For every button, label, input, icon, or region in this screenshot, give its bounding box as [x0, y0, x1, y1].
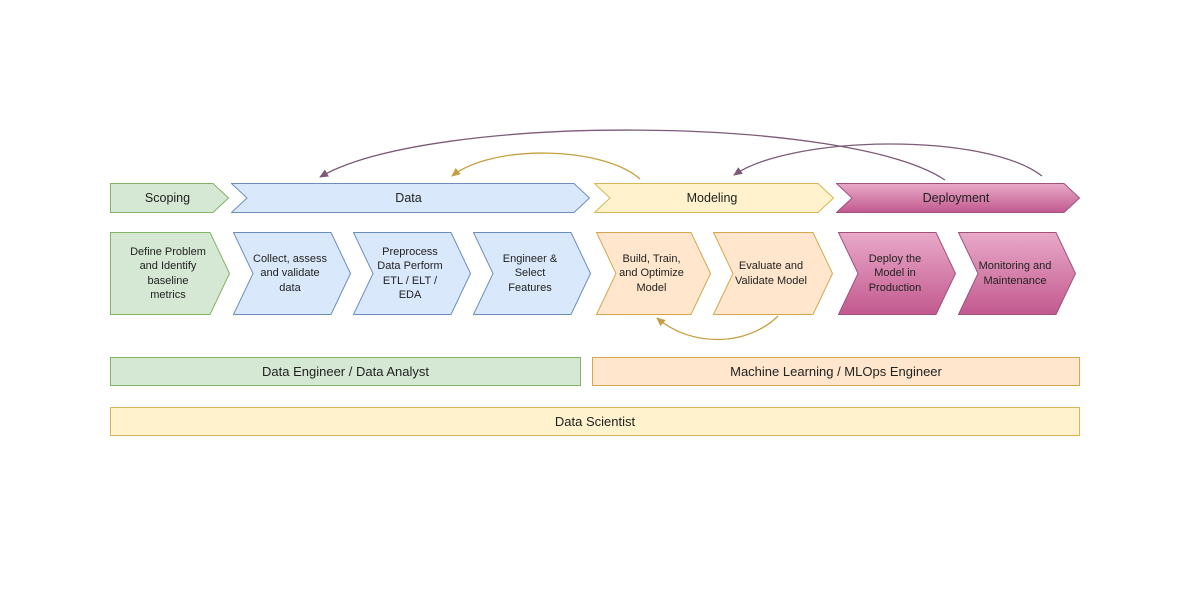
role-data-engineer: Data Engineer / Data Analyst: [110, 357, 581, 386]
step-preprocess-data: Preprocess Data Perform ETL / ELT / EDA: [353, 232, 471, 315]
step-build-train-model-label: Build, Train, and Optimize Model: [619, 253, 684, 294]
role-data-scientist-label: Data Scientist: [554, 414, 636, 429]
phase-data: Data: [231, 183, 590, 213]
step-collect-data: Collect, assess and validate data: [233, 232, 351, 315]
step-engineer-features-label: Engineer & Select Features: [502, 253, 558, 294]
arc-deployment-to-data: [319, 129, 946, 181]
phase-deployment: Deployment: [836, 183, 1080, 213]
phase-scoping-label: Scoping: [144, 190, 191, 205]
step-build-train-model: Build, Train, and Optimize Model: [596, 232, 711, 315]
role-ml-engineer: Machine Learning / MLOps Engineer: [592, 357, 1080, 386]
phase-modeling-label: Modeling: [686, 190, 738, 205]
step-evaluate-model: Evaluate and Validate Model: [713, 232, 833, 315]
arc-modeling-to-data: [451, 152, 641, 180]
step-engineer-features: Engineer & Select Features: [473, 232, 591, 315]
phase-scoping: Scoping: [110, 183, 229, 213]
arc-deployment-to-modeling: [733, 143, 1043, 177]
step-monitoring-label: Monitoring and Maintenance: [978, 260, 1052, 287]
step-define-problem-label: Define Problem and Identify baseline met…: [130, 245, 206, 301]
phase-deployment-label: Deployment: [922, 190, 990, 205]
arc-evaluate-to-build: [656, 315, 779, 341]
role-ml-engineer-label: Machine Learning / MLOps Engineer: [730, 364, 942, 379]
step-define-problem: Define Problem and Identify baseline met…: [110, 232, 230, 315]
step-deploy-model: Deploy the Model in Production: [838, 232, 956, 315]
phase-modeling: Modeling: [594, 183, 834, 213]
step-preprocess-data-label: Preprocess Data Perform ETL / ELT / EDA: [377, 245, 443, 301]
step-monitoring: Monitoring and Maintenance: [958, 232, 1076, 315]
role-data-scientist: Data Scientist: [110, 407, 1080, 436]
step-collect-data-label: Collect, assess and validate data: [253, 253, 327, 294]
role-data-engineer-label: Data Engineer / Data Analyst: [262, 364, 429, 379]
step-evaluate-model-label: Evaluate and Validate Model: [735, 260, 807, 287]
step-deploy-model-label: Deploy the Model in Production: [868, 253, 922, 294]
phase-data-label: Data: [395, 190, 422, 205]
